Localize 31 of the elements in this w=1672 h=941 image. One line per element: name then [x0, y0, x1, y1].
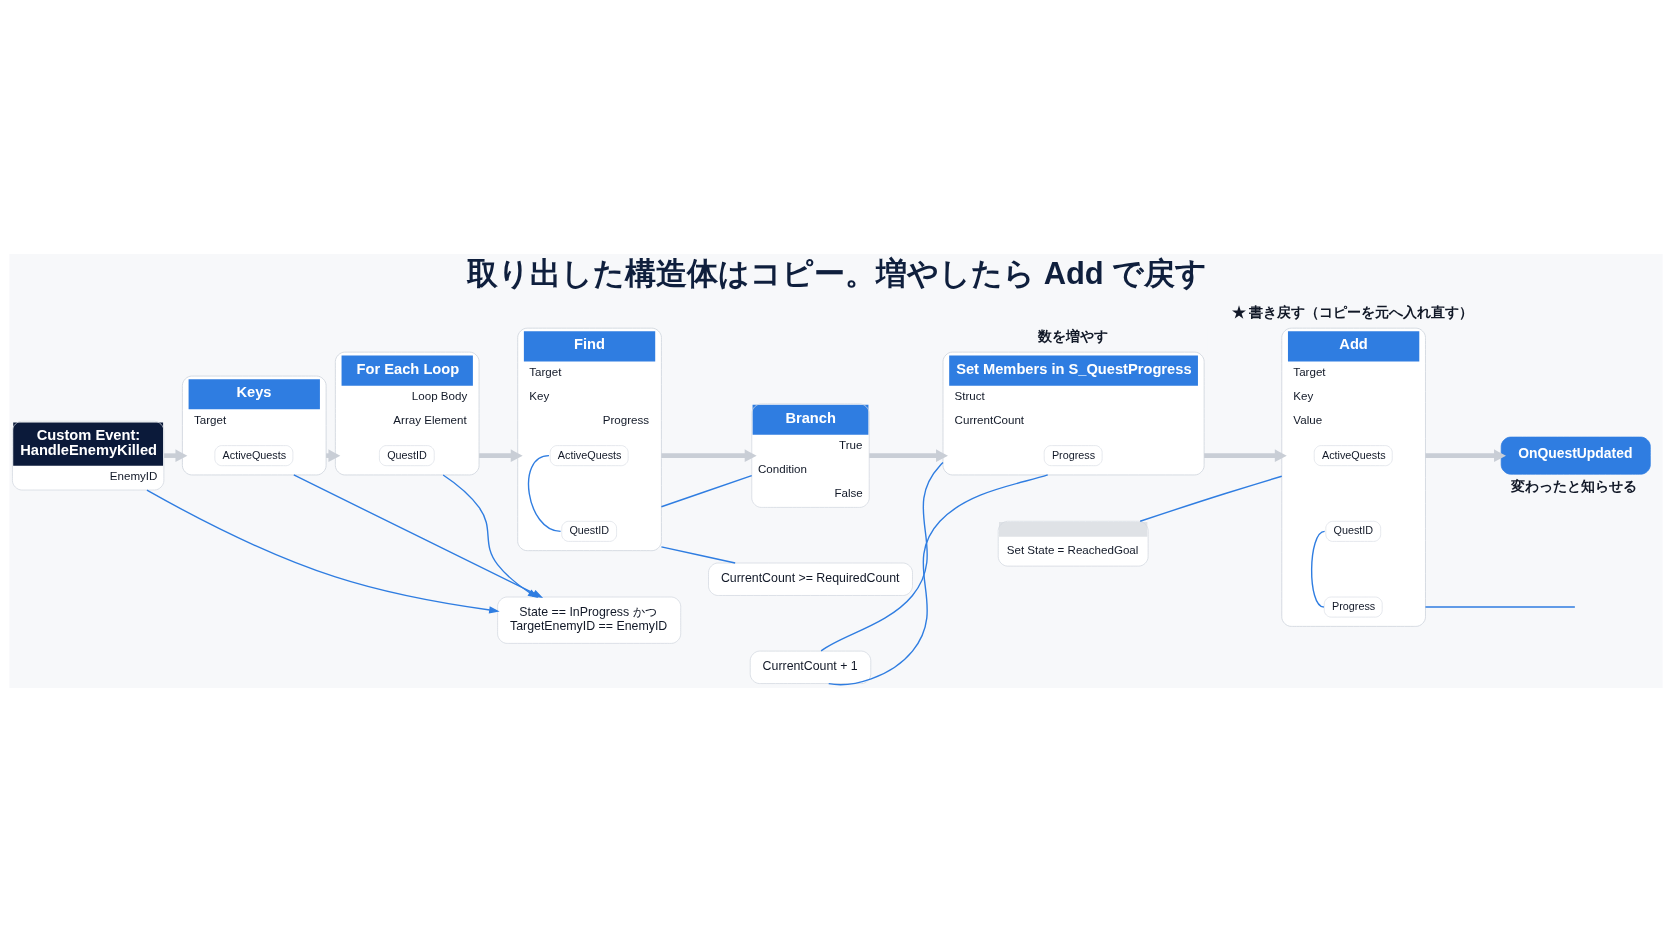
node-label: ★ 書き戻す（コピーを元へ入れ直す）: [1231, 303, 1474, 320]
node-box: Progress: [1323, 596, 1383, 617]
node-box: QuestID: [561, 520, 617, 542]
node-box: QuestID: [1325, 520, 1382, 542]
node-box: ActiveQuests: [549, 444, 629, 466]
node-label: 変わったと知らせる: [1510, 477, 1637, 494]
node-box: ActiveQuests: [214, 444, 294, 466]
connector: [527, 454, 562, 532]
arrow: [479, 448, 523, 462]
arrow: [146, 488, 500, 614]
connector: [660, 545, 736, 564]
connector: [1424, 605, 1576, 608]
connector: [1139, 475, 1283, 522]
connector: [1310, 530, 1326, 608]
arrow: [1204, 448, 1287, 462]
connector: [660, 474, 753, 507]
connector: [820, 461, 944, 652]
arrow: [869, 448, 948, 462]
node-box: ActiveQuests: [1313, 444, 1393, 466]
node-box: Progress: [1043, 444, 1103, 466]
node-box: CurrentCount + 1: [749, 650, 872, 684]
node-box: State == InProgress かつ TargetEnemyID == EnemyID: [497, 596, 682, 644]
connector: [828, 473, 1049, 685]
arrow: [1425, 448, 1506, 462]
node-label: 数を増やす: [1037, 327, 1108, 344]
node-box: CurrentCount >= RequiredCount: [708, 562, 913, 596]
arrow: [661, 448, 757, 462]
node-box: OnQuestUpdated: [1500, 436, 1651, 475]
node-box: QuestID: [379, 444, 435, 466]
diagram-title: 取り出した構造体はコピー。増やしたら Add で戻す: [467, 255, 1208, 291]
arrow: [442, 473, 539, 598]
